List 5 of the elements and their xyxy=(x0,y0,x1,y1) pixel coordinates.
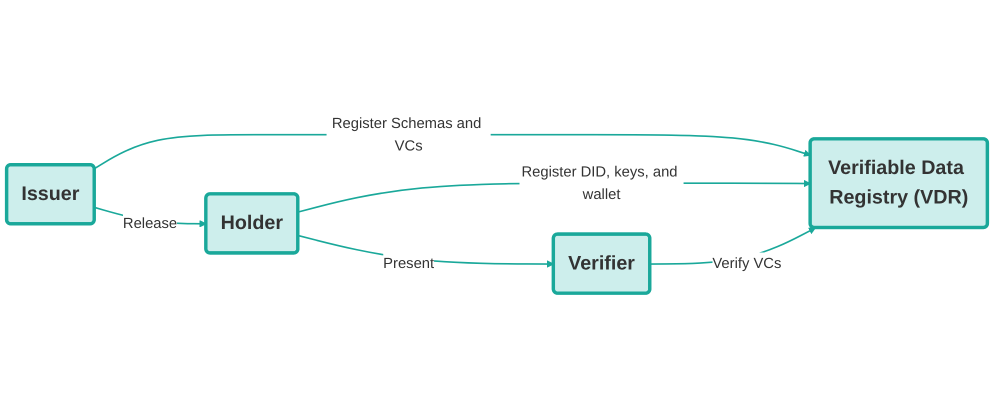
process-box: Verifier xyxy=(552,232,652,294)
process-box: Holder xyxy=(204,192,300,254)
process-box: Issuer xyxy=(4,162,96,226)
edge-label: Verify VCs xyxy=(712,252,782,274)
process-box: Verifiable Data Registry (VDR) xyxy=(808,136,990,229)
